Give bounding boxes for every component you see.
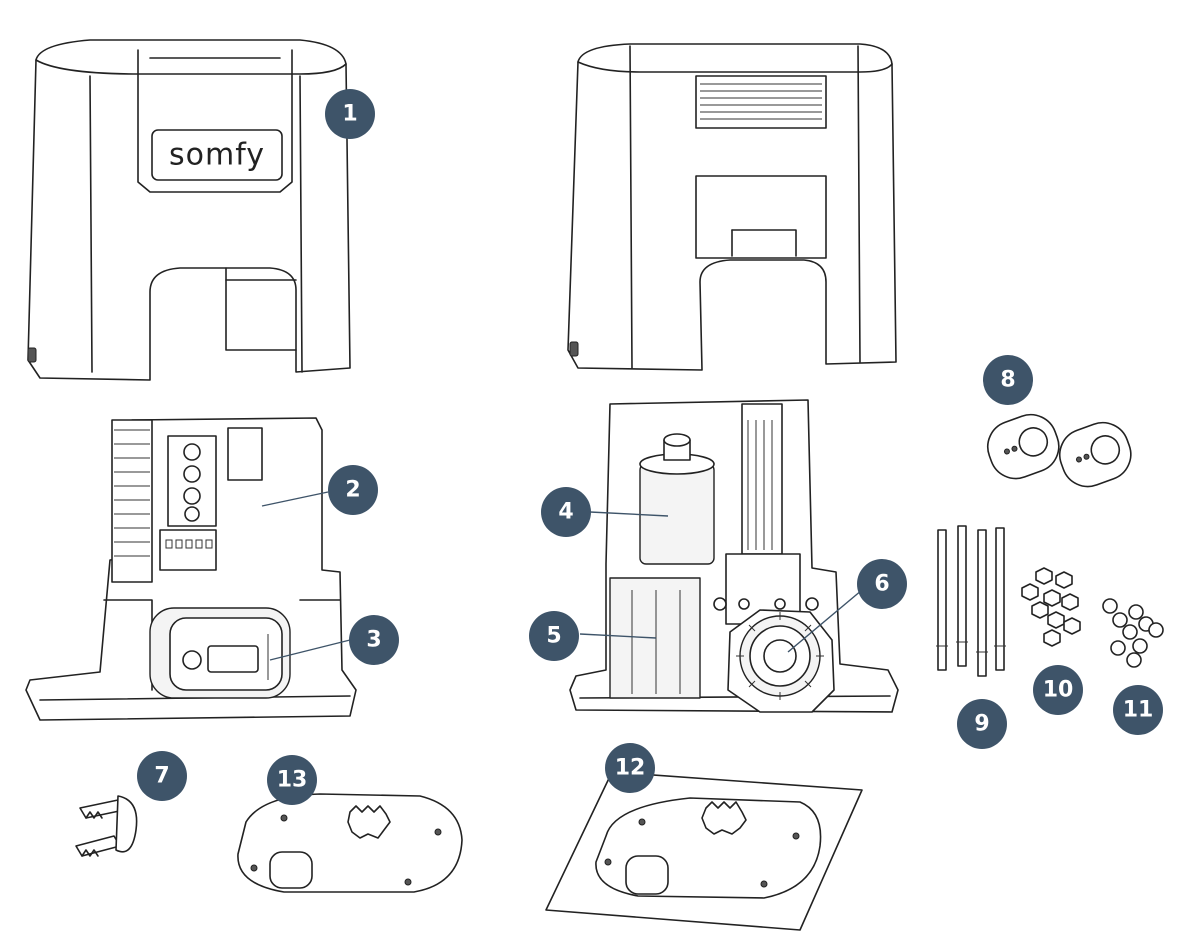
somfy-logo: somfy bbox=[169, 138, 265, 173]
callout-badge-7: 7 bbox=[137, 751, 187, 801]
remote-controls bbox=[986, 413, 1132, 488]
svg-text:6: 6 bbox=[874, 572, 889, 597]
svg-text:9: 9 bbox=[974, 712, 989, 737]
control-unit bbox=[25, 417, 357, 721]
svg-text:10: 10 bbox=[1043, 678, 1074, 703]
anchor-rods bbox=[936, 525, 1006, 677]
svg-text:2: 2 bbox=[345, 478, 360, 503]
svg-text:11: 11 bbox=[1123, 698, 1154, 723]
svg-text:13: 13 bbox=[277, 768, 308, 793]
svg-text:1: 1 bbox=[342, 102, 357, 127]
callout-badge-4: 4 bbox=[541, 487, 591, 537]
callout-badge-9: 9 bbox=[957, 699, 1007, 749]
svg-text:3: 3 bbox=[366, 628, 381, 653]
callout-badge-12: 12 bbox=[605, 743, 655, 793]
callout-badge-5: 5 bbox=[529, 611, 579, 661]
callout-badge-10: 10 bbox=[1033, 665, 1083, 715]
svg-text:12: 12 bbox=[615, 756, 646, 781]
svg-text:7: 7 bbox=[154, 764, 169, 789]
callout-badge-3: 3 bbox=[349, 615, 399, 665]
motor-unit bbox=[569, 399, 899, 713]
svg-text:4: 4 bbox=[558, 500, 573, 525]
callout-badge-8: 8 bbox=[983, 355, 1033, 405]
mounting-template-sheet bbox=[545, 771, 863, 931]
callout-badge-2: 2 bbox=[328, 465, 378, 515]
mounting-template-small bbox=[237, 793, 463, 893]
svg-text:5: 5 bbox=[546, 624, 561, 649]
callout-badge-6: 6 bbox=[857, 559, 907, 609]
svg-text:8: 8 bbox=[1000, 368, 1015, 393]
leader-lines bbox=[261, 491, 863, 661]
nuts bbox=[1021, 567, 1081, 647]
callout-badge-13: 13 bbox=[267, 755, 317, 805]
keys bbox=[75, 795, 138, 857]
callout-badge-1: 1 bbox=[325, 89, 375, 139]
washers bbox=[1102, 598, 1164, 668]
callout-badge-11: 11 bbox=[1113, 685, 1163, 735]
rear-cover bbox=[567, 43, 897, 371]
front-cover: somfy bbox=[27, 39, 351, 381]
